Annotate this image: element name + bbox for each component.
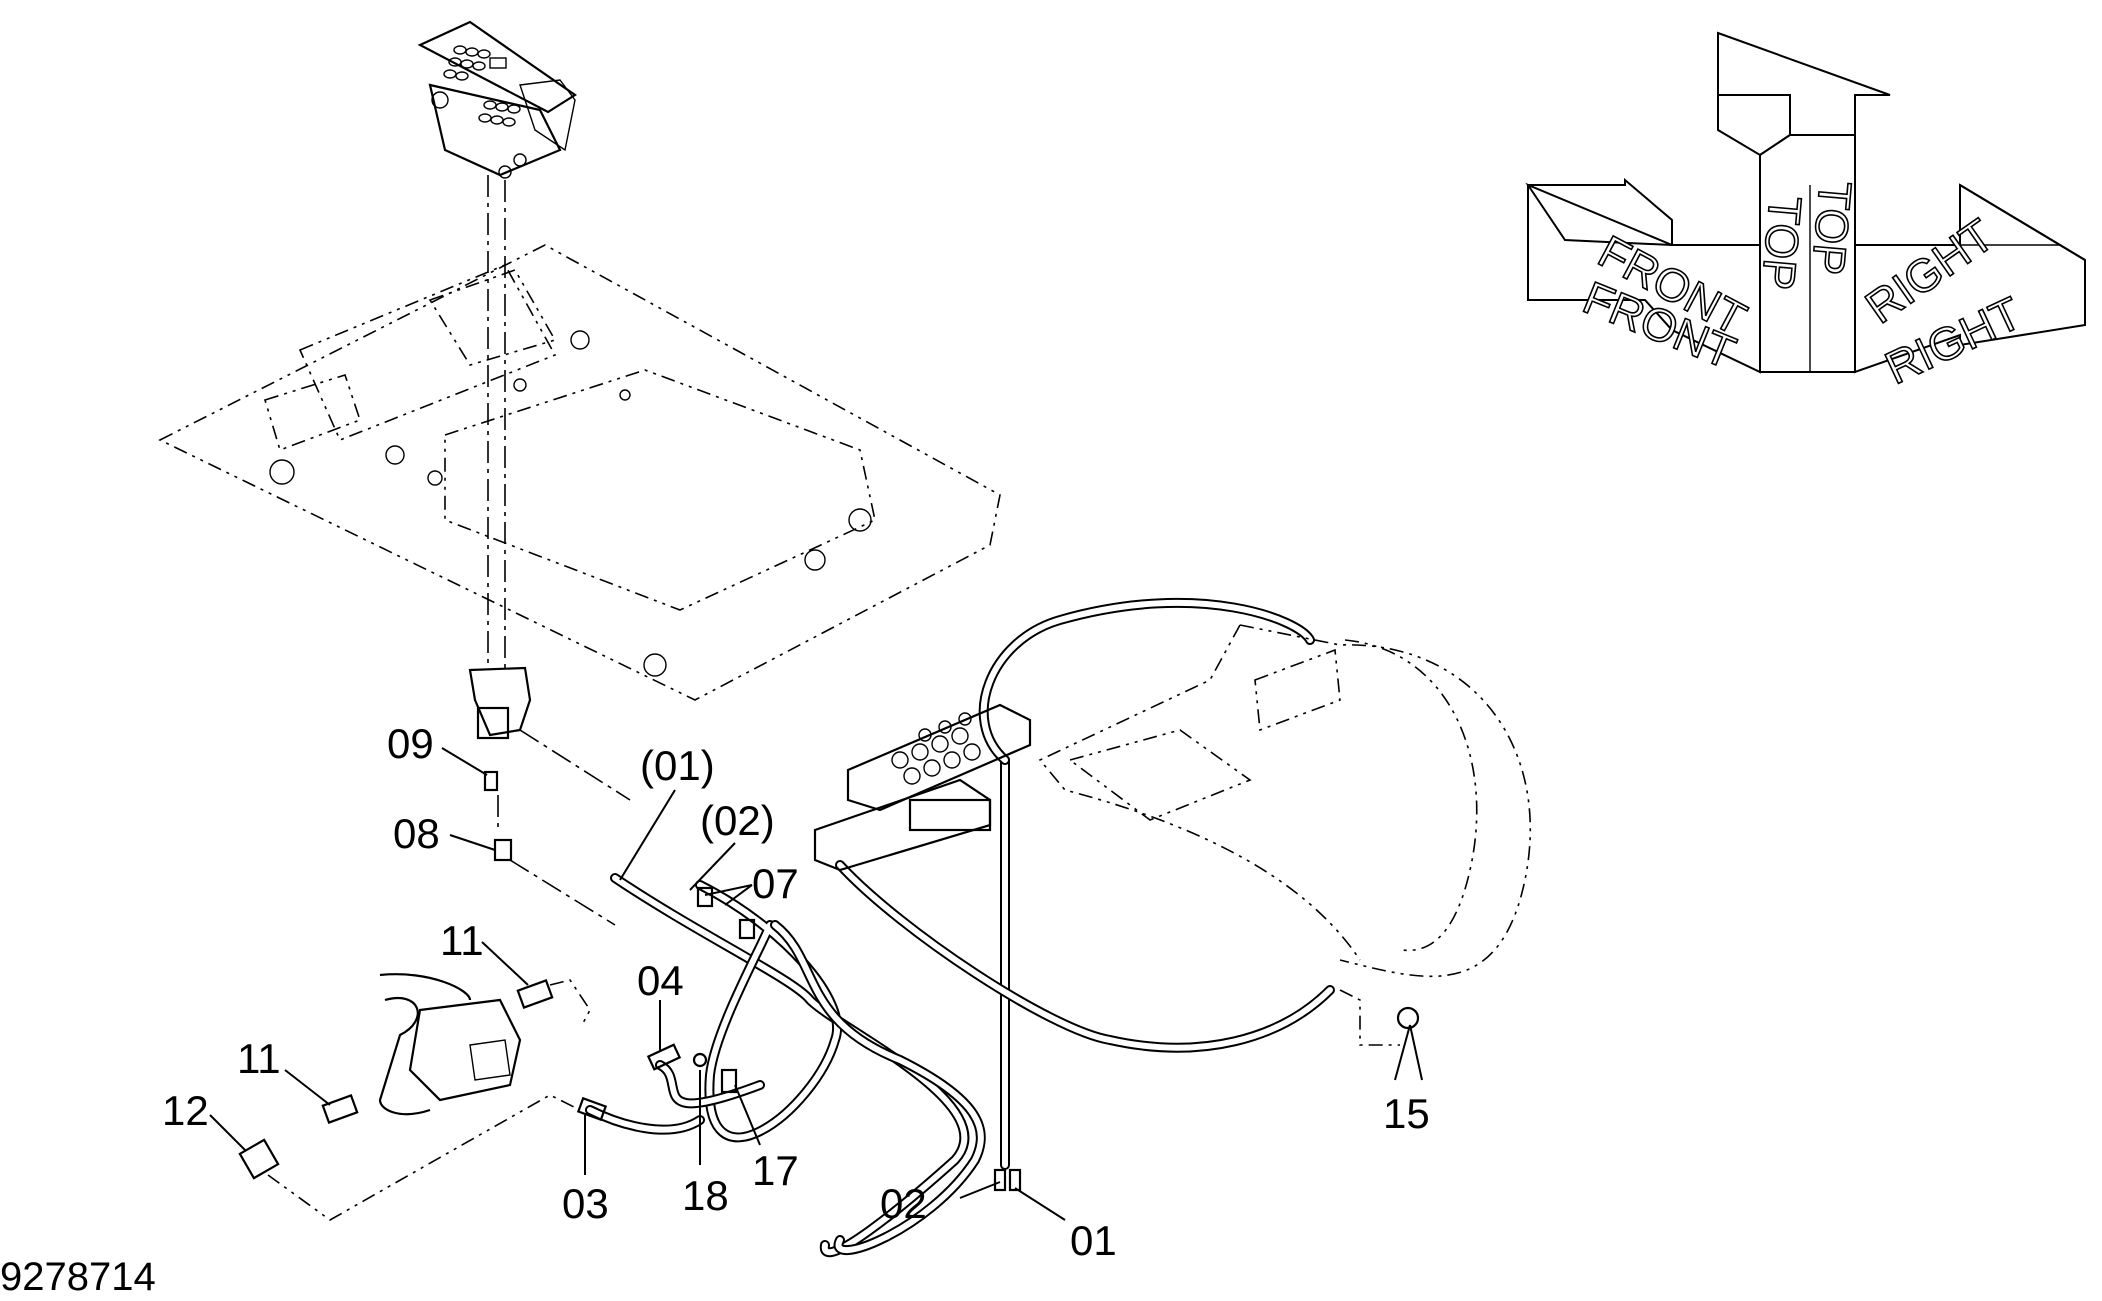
- tank: [1038, 624, 1532, 978]
- callout-15: 15: [1383, 1090, 1430, 1137]
- fitting-08: [493, 838, 616, 926]
- hose-04: [646, 1043, 682, 1071]
- callout-17: 17: [752, 1147, 799, 1194]
- elbow-12: [238, 1094, 581, 1221]
- floor-plate: [158, 244, 1001, 701]
- shuttle-valve: [378, 973, 522, 1116]
- pedal-valve: [468, 666, 631, 830]
- fitting-09: [483, 770, 499, 792]
- bracket-17: [720, 1068, 738, 1094]
- callout-03: 03: [562, 1180, 609, 1227]
- orientation-top-back-label: TOP: [1752, 194, 1812, 292]
- clamp-07: [696, 886, 756, 940]
- callout-18: 18: [682, 1172, 729, 1219]
- hose-03: [576, 1096, 608, 1122]
- callout-09: 09: [387, 720, 434, 767]
- callout-08: 08: [393, 810, 440, 857]
- manifold-block: [813, 703, 1032, 872]
- connector-01-02: [993, 1168, 1022, 1192]
- orientation-top-label: TOP: [1802, 179, 1862, 277]
- callout-02-paren: (02): [700, 797, 775, 844]
- callout-04: 04: [637, 957, 684, 1004]
- callout-02: 02: [880, 1180, 927, 1227]
- callout-11-upper: 11: [440, 917, 484, 964]
- clamp-15: [1339, 989, 1420, 1046]
- fitting-11-lower: [321, 1094, 359, 1124]
- orientation-indicator: FRONT FRONT TOP TOP RIGHT RIGHT: [1525, 31, 2086, 395]
- leader-lines: [209, 747, 1423, 1221]
- document-number: 9278714: [0, 1255, 156, 1299]
- fitting-11-upper: [516, 979, 591, 1026]
- pedal-assembly: [417, 20, 577, 179]
- callout-01: 01: [1070, 1217, 1117, 1264]
- bolt-18: [692, 1052, 708, 1068]
- callout-01-paren: (01): [640, 742, 715, 789]
- callout-11-lower: 11: [237, 1035, 281, 1082]
- callout-07: 07: [752, 860, 799, 907]
- callout-12: 12: [162, 1087, 209, 1134]
- hose-bundle: [585, 597, 1335, 1257]
